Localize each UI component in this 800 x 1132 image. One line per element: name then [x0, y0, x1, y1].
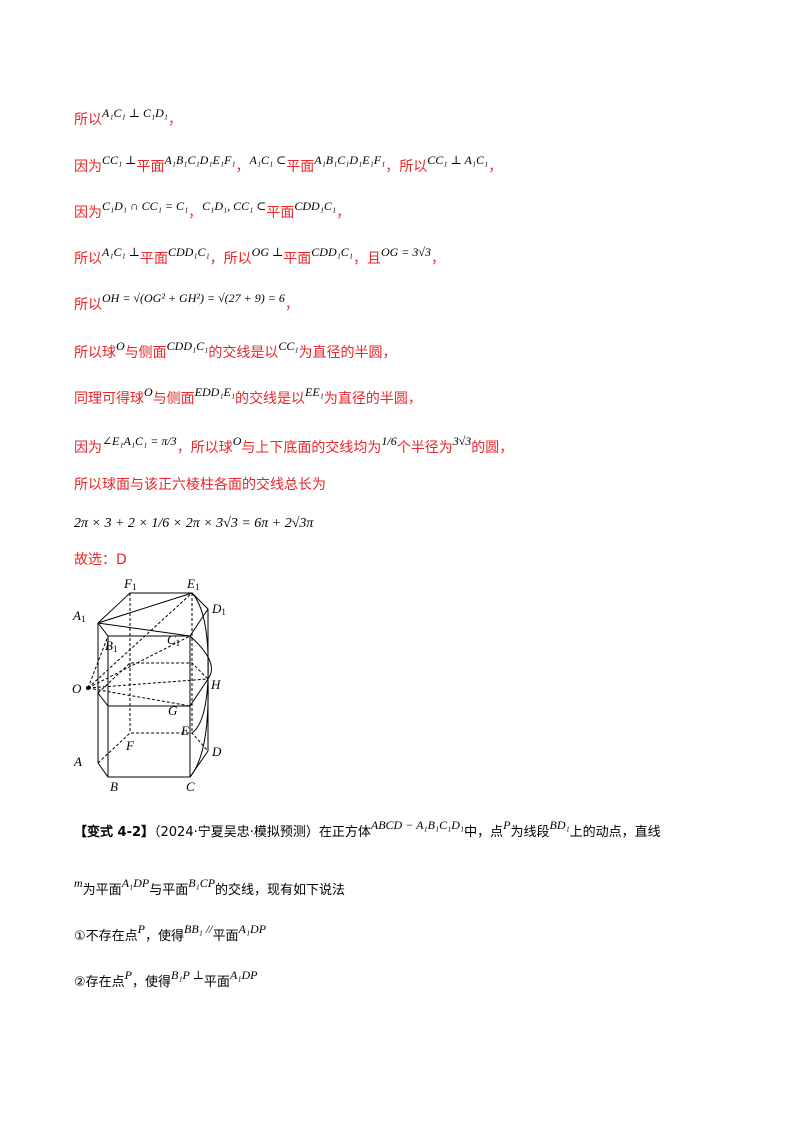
- solution-line-2: 因为CC₁ ⊥平面A₁B₁C₁D₁E₁F₁，A₁C₁ ⊂平面A₁B₁C₁D₁E₁…: [74, 154, 503, 175]
- text-span: 的圆，: [471, 440, 514, 456]
- variant-tag: 【变式 4-2】: [74, 825, 155, 840]
- text-span: ，所以: [209, 251, 252, 267]
- math-expression: 1/6: [381, 434, 397, 448]
- text-span: ，所以: [385, 159, 428, 175]
- math-expression: EDD₁E₁: [194, 385, 236, 399]
- text-span: 为直径的半圆，: [298, 345, 397, 361]
- variant-line-2: m为平面A₁DP与平面B₁CP的交线，现有如下说法: [74, 876, 346, 898]
- math-expression: CDD₁C₁: [311, 245, 353, 259]
- solution-line-5: 所以OH = √(OG² + GH²) = √(27 + 9) = 6，: [74, 292, 299, 313]
- label-F1: F1: [123, 576, 136, 592]
- solution-line-7: 同理可得球O与侧面EDD₁E₁的交线是以EE₁为直径的半圆，: [74, 386, 422, 407]
- text-span: 平面: [266, 205, 295, 221]
- hexagonal-prism-figure: F1 E1 A1 D1 B1 C1 O H G E F A D B C: [70, 573, 240, 795]
- math-expression: O: [232, 434, 242, 448]
- text-span: ，: [188, 205, 203, 221]
- text-span: 所以球面与该正六棱柱各面的交线总长为: [74, 477, 326, 493]
- text-span: ，且: [352, 251, 381, 267]
- label-O: O: [72, 681, 82, 696]
- math-expression: A₁B₁C₁D₁E₁F₁: [314, 153, 386, 167]
- text-span: 因为: [74, 159, 102, 175]
- text-span: 平面: [139, 251, 168, 267]
- math-expression: CDD₁C₁: [166, 339, 209, 353]
- text-span: 与侧面: [152, 391, 195, 407]
- text-span: ，: [284, 297, 299, 313]
- solution-line-11: 故选：D: [74, 553, 127, 567]
- solution-line-3: 因为C₁D₁ ∩ CC₁ = C₁，C₁D₁, CC₁ ⊂平面CDD₁C₁，: [74, 200, 351, 221]
- math-expression: CDD₁C₁: [167, 245, 210, 259]
- math-expression: EE₁: [305, 385, 324, 399]
- label-H: H: [210, 677, 221, 692]
- label-D: D: [211, 744, 222, 759]
- label-E: E: [180, 723, 189, 738]
- math-expression: CC₁: [278, 339, 299, 353]
- math-expression: OG ⊥: [251, 245, 284, 259]
- solution-line-9: 所以球面与该正六棱柱各面的交线总长为: [74, 478, 326, 492]
- label-C1: C1: [167, 632, 180, 648]
- variant-line-1: 【变式 4-2】（2024·宁夏吴忠·模拟预测）在正方体ABCD − A₁B₁C…: [74, 818, 661, 840]
- text-span: 平面: [286, 159, 315, 175]
- label-C: C: [186, 779, 195, 794]
- text-span: 所以球: [74, 345, 116, 361]
- label-A1: A1: [72, 608, 85, 624]
- text-span: ，: [235, 159, 250, 175]
- text-span: ，: [430, 251, 445, 267]
- label-D1: D1: [211, 601, 226, 617]
- text-span: 的交线是以: [235, 391, 306, 407]
- solution-line-10: 2π × 3 + 2 × 1/6 × 2π × 3√3 = 6π + 2√3π: [74, 516, 313, 531]
- text-span: 同理可得球: [74, 391, 144, 407]
- label-A: A: [73, 754, 82, 769]
- label-B1: B1: [105, 638, 117, 654]
- math-expression: ∠E₁A₁C₁ = π/3: [102, 434, 177, 448]
- math-expression: OG = 3√3: [380, 245, 431, 259]
- math-expression: A₁B₁C₁D₁E₁F₁: [164, 153, 236, 167]
- text-span: 所以: [74, 297, 102, 313]
- math-expression: C₁D₁ ∩ CC₁ = C₁: [102, 199, 189, 213]
- math-expression: 2π × 3 + 2 × 1/6 × 2π × 3√3 = 6π + 2√3π: [74, 516, 314, 531]
- text-span: ，: [167, 112, 182, 128]
- math-expression: C₁D₁, CC₁ ⊂: [202, 199, 267, 213]
- text-span: 因为: [74, 205, 102, 221]
- math-expression: CC₁ ⊥: [102, 153, 137, 167]
- text-span: 因为: [74, 440, 102, 456]
- label-G: G: [168, 703, 178, 718]
- text-span: 与上下底面的交线均为: [241, 440, 382, 456]
- text-span: ，: [336, 205, 351, 221]
- solution-line-1: 所以A₁C₁ ⊥ C₁D₁，: [74, 107, 182, 128]
- math-expression: O: [116, 339, 125, 353]
- text-span: 故选：D: [74, 552, 127, 568]
- text-span: 平面: [136, 159, 165, 175]
- text-span: ，所以球: [176, 440, 233, 456]
- math-expression: CC₁ ⊥ A₁C₁: [427, 153, 489, 167]
- math-expression: A₁C₁ ⊥: [102, 245, 140, 259]
- text-span: 所以: [74, 112, 102, 128]
- math-expression: 3√3: [452, 434, 472, 448]
- text-span: 平面: [283, 251, 312, 267]
- math-expression: A₁C₁ ⊥ C₁D₁: [102, 106, 168, 120]
- math-expression: O: [144, 385, 153, 399]
- solution-line-6: 所以球O与侧面CDD₁C₁的交线是以CC₁为直径的半圆，: [74, 340, 397, 361]
- math-expression: A₁C₁ ⊂: [249, 153, 287, 167]
- math-expression: OH = √(OG² + GH²) = √(27 + 9) = 6: [102, 291, 285, 305]
- solution-line-4: 所以A₁C₁ ⊥平面CDD₁C₁，所以OG ⊥平面CDD₁C₁，且OG = 3√…: [74, 246, 445, 267]
- text-span: 所以: [74, 251, 102, 267]
- statement-1: ①不存在点P，使得BB₁ //平面A₁DP: [74, 922, 267, 944]
- label-B: B: [110, 779, 118, 794]
- statement-2: ②存在点P，使得B₁P ⊥平面A₁DP: [74, 968, 258, 990]
- text-span: ，: [488, 159, 503, 175]
- text-span: 的交线是以: [208, 345, 279, 361]
- math-expression: CDD₁C₁: [294, 199, 337, 213]
- text-span: 为直径的半圆，: [323, 391, 422, 407]
- text-span: 与侧面: [124, 345, 167, 361]
- solution-line-8: 因为∠E₁A₁C₁ = π/3，所以球O与上下底面的交线均为1/6个半径为3√3…: [74, 435, 514, 456]
- label-E1: E1: [186, 576, 199, 592]
- label-F: F: [125, 738, 135, 753]
- text-span: 个半径为: [396, 440, 453, 456]
